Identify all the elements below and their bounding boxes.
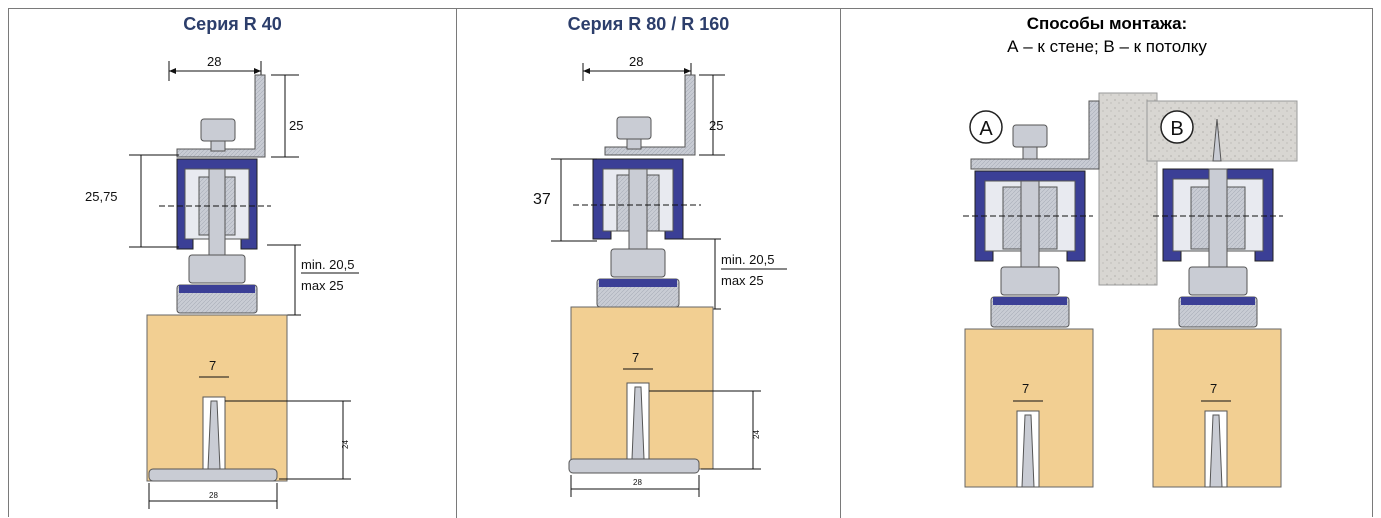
- dimension-groove: 7: [623, 350, 653, 370]
- svg-text:28: 28: [209, 491, 218, 500]
- dimension-depth: 24: [225, 400, 351, 480]
- svg-text:min. 20,5: min. 20,5: [301, 257, 354, 272]
- adjusting-nut: [188, 254, 246, 284]
- adjusting-nut: [610, 248, 666, 278]
- bolt-head: [200, 118, 236, 142]
- svg-text:min. 20,5: min. 20,5: [721, 252, 774, 267]
- drawing-mounting: A 7 B: [963, 92, 1298, 488]
- column-title-r40: Серия R 40: [183, 14, 282, 34]
- column-r80: Серия R 80 / R 160 28: [457, 9, 841, 518]
- column-title-r80: Серия R 80 / R 160: [567, 14, 730, 34]
- svg-text:24: 24: [341, 440, 350, 449]
- svg-text:25: 25: [289, 118, 303, 133]
- svg-text:28: 28: [633, 478, 642, 487]
- svg-text:max 25: max 25: [721, 273, 764, 288]
- svg-text:25: 25: [709, 118, 723, 133]
- dimension-groove: 7: [199, 358, 229, 378]
- dimension-height: 25,75: [85, 154, 179, 248]
- svg-text:37: 37: [533, 191, 551, 208]
- column-r40: Серия R 40 28: [9, 9, 457, 518]
- mounting-subtitle: А – к стене; В – к потолку: [1007, 37, 1207, 56]
- svg-text:24: 24: [752, 430, 761, 439]
- dimension-height: 37: [533, 158, 597, 242]
- svg-text:7: 7: [1022, 381, 1029, 396]
- svg-text:28: 28: [207, 54, 221, 69]
- svg-text:25,75: 25,75: [85, 189, 118, 204]
- svg-text:A: A: [979, 118, 993, 140]
- svg-text:28: 28: [629, 54, 643, 69]
- bolt-head: [616, 116, 652, 140]
- dimension-bracket: 25: [271, 74, 303, 158]
- floor-guide: [568, 458, 700, 474]
- dimension-base: 28: [570, 475, 700, 497]
- dimension-top: 28: [582, 54, 692, 81]
- dimension-adjust: min. 20,5 max 25: [267, 244, 359, 316]
- svg-text:B: B: [1170, 118, 1183, 140]
- mounting-bracket: [176, 74, 266, 158]
- column-mounting: Способы монтажа: А – к стене; В – к пото…: [841, 9, 1373, 518]
- mounting-variant-a: A 7: [963, 92, 1158, 488]
- dimension-depth: 24: [649, 390, 761, 470]
- mounting-bracket: [604, 74, 696, 156]
- mounting-title: Способы монтажа:: [1026, 14, 1188, 33]
- svg-text:7: 7: [632, 350, 639, 365]
- drawing-r40: 28 25 25,75: [85, 54, 359, 509]
- floor-guide: [148, 468, 278, 482]
- drawing-r80: 28 25 37: [533, 54, 787, 497]
- mounting-variant-b: B 7: [1146, 100, 1298, 488]
- dimension-top: 28: [168, 54, 262, 81]
- comparison-table: Серия R 40 28: [8, 8, 1373, 518]
- dimension-adjust: min. 20,5 max 25: [683, 238, 787, 310]
- svg-text:7: 7: [1210, 381, 1217, 396]
- svg-text:max 25: max 25: [301, 278, 344, 293]
- dimension-bracket: 25: [699, 74, 725, 156]
- dimension-base: 28: [148, 483, 278, 509]
- svg-text:7: 7: [209, 358, 216, 373]
